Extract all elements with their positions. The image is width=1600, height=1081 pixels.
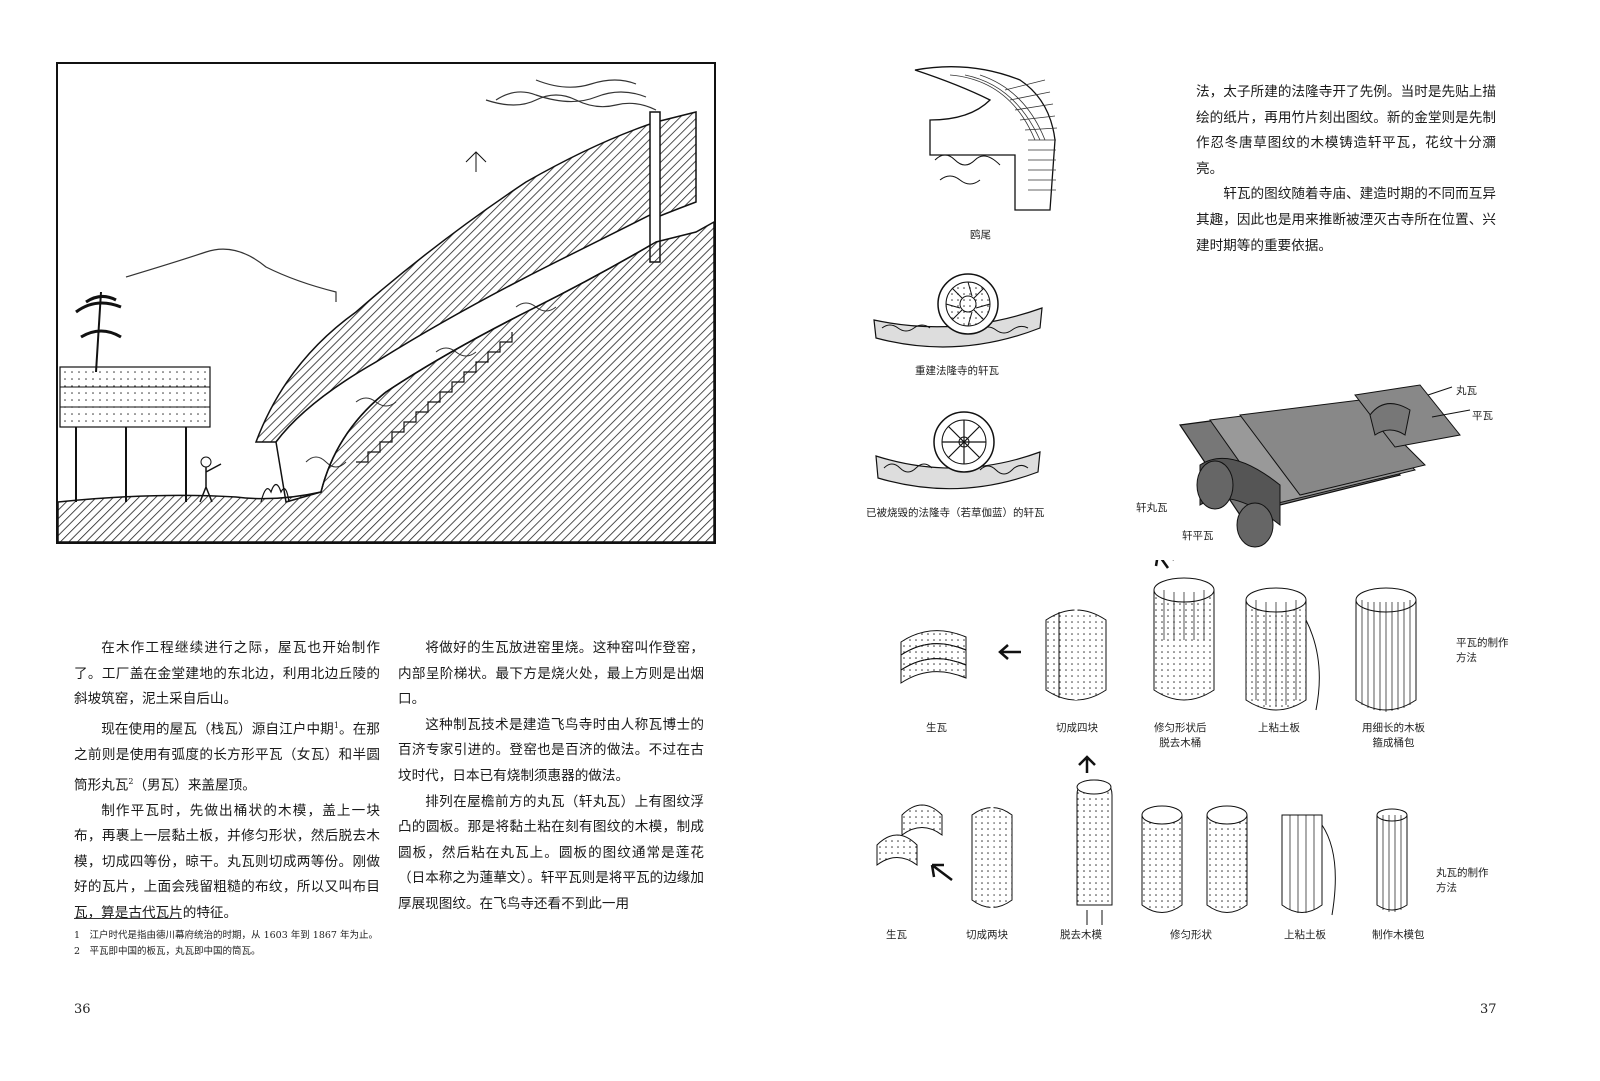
hira-step-5-label: 用细长的木板箍成桶包	[1362, 722, 1425, 749]
maru-step-5-label: 上粘土板	[1284, 929, 1326, 941]
roof-tiles-illustration	[1170, 375, 1490, 550]
maru-method-drawing	[876, 755, 1408, 925]
paragraph: 将做好的生瓦放进窑里烧。这种窑叫作登窑，内部呈阶梯状。最下方是烧火处，最上方则是…	[398, 640, 704, 708]
hira-method-title: 平瓦的制作 方法	[1456, 637, 1509, 664]
maru-step-3-label: 脱去木模	[1060, 929, 1102, 941]
maru-step-4-label: 修匀形状	[1170, 929, 1212, 941]
hira-step-1-label: 生瓦	[926, 722, 947, 734]
hira-step-4-label: 上粘土板	[1258, 722, 1300, 734]
label-nokimaru-tile: 轩丸瓦	[1136, 502, 1168, 514]
page-number-left: 36	[74, 1002, 91, 1017]
climbing-kiln-drawing	[56, 62, 716, 544]
caption-burned-eave-tile: 已被烧毁的法隆寺（若草伽蓝）的轩瓦	[866, 507, 1045, 519]
maru-method-title: 丸瓦的制作 方法	[1436, 867, 1489, 894]
chiwei-illustration	[910, 60, 1070, 220]
hira-step-2-label: 切成四块	[1056, 722, 1098, 734]
paragraph: 制作平瓦时，先做出桶状的木模，盖上一块布，再裹上一层黏土板，并修匀形状，然后脱去…	[74, 802, 380, 921]
caption-chiwei: 鸥尾	[970, 229, 991, 241]
paragraph-footnoted: 现在使用的屋瓦（栈瓦）源自江户中期1。在那之前则是使用有弧度的长方形平瓦（女瓦）…	[74, 720, 381, 794]
hira-method-illustrations	[896, 552, 1436, 720]
left-text-column-2: 将做好的生瓦放进窑里烧。这种窑叫作登窑，内部呈阶梯状。最下方是烧火处，最上方则是…	[398, 636, 704, 918]
label-maru-tile: 丸瓦	[1456, 385, 1477, 397]
footnote-1: 1 江户时代是指由德川幕府统治的时期，从 1603 年到 1867 年为止。	[74, 930, 378, 941]
left-text-column-1: 在木作工程继续进行之际，屋瓦也开始制作了。工厂盖在金堂建地的东北边，利用北边丘陵…	[74, 636, 380, 927]
right-text-column: 法，太子所建的法隆寺开了先例。当时是先贴上描绘的纸片，再用竹片刻出图纹。新的金堂…	[1196, 80, 1496, 259]
eave-tile-burned-drawing	[875, 411, 1041, 490]
paragraph: 排列在屋檐前方的丸瓦（轩丸瓦）上有图纹浮凸的圆板。那是将黏土粘在刻有图纹的木模，…	[398, 793, 704, 912]
label-hira-tile: 平瓦	[1472, 410, 1493, 422]
page-number-right: 37	[1480, 1002, 1497, 1017]
roof-tiles-drawing	[1178, 384, 1471, 548]
maru-step-6-label: 制作木模包	[1372, 929, 1425, 941]
maru-step-2-label: 切成两块	[966, 929, 1008, 941]
paragraph: 法，太子所建的法隆寺开了先例。当时是先贴上描绘的纸片，再用竹片刻出图纹。新的金堂…	[1196, 84, 1496, 177]
hira-method-drawing	[900, 552, 1417, 712]
paragraph: 在木作工程继续进行之际，屋瓦也开始制作了。工厂盖在金堂建地的东北边，利用北边丘陵…	[74, 640, 380, 708]
footnotes: 1 江户时代是指由德川幕府统治的时期，从 1603 年到 1867 年为止。 2…	[74, 928, 714, 960]
paragraph: 轩瓦的图纹随着寺庙、建造时期的不同而互异其趣，因此也是用来推断被湮灭古寺所在位置…	[1196, 186, 1496, 254]
kiln-illustration	[56, 62, 716, 544]
eave-tile-burned	[872, 406, 1044, 492]
footnote-2: 2 平瓦即中国的板瓦，丸瓦即中国的筒瓦。	[74, 946, 261, 957]
footnote-rule	[74, 918, 182, 919]
caption-rebuilt-eave-tile: 重建法隆寺的轩瓦	[915, 365, 999, 377]
label-nokihira-tile: 轩平瓦	[1182, 530, 1214, 542]
maru-step-1-label: 生瓦	[886, 929, 907, 941]
paragraph: 这种制瓦技术是建造飞鸟寺时由人称瓦博士的百济专家引进的。登窑也是百济的做法。不过…	[398, 716, 704, 784]
eave-tile-rebuilt	[872, 268, 1044, 358]
maru-method-illustrations	[872, 755, 1432, 925]
hira-step-3-label: 修匀形状后脱去木桶	[1154, 722, 1207, 749]
eave-tile-rebuilt-drawing	[873, 273, 1043, 348]
chiwei-drawing	[914, 66, 1058, 211]
